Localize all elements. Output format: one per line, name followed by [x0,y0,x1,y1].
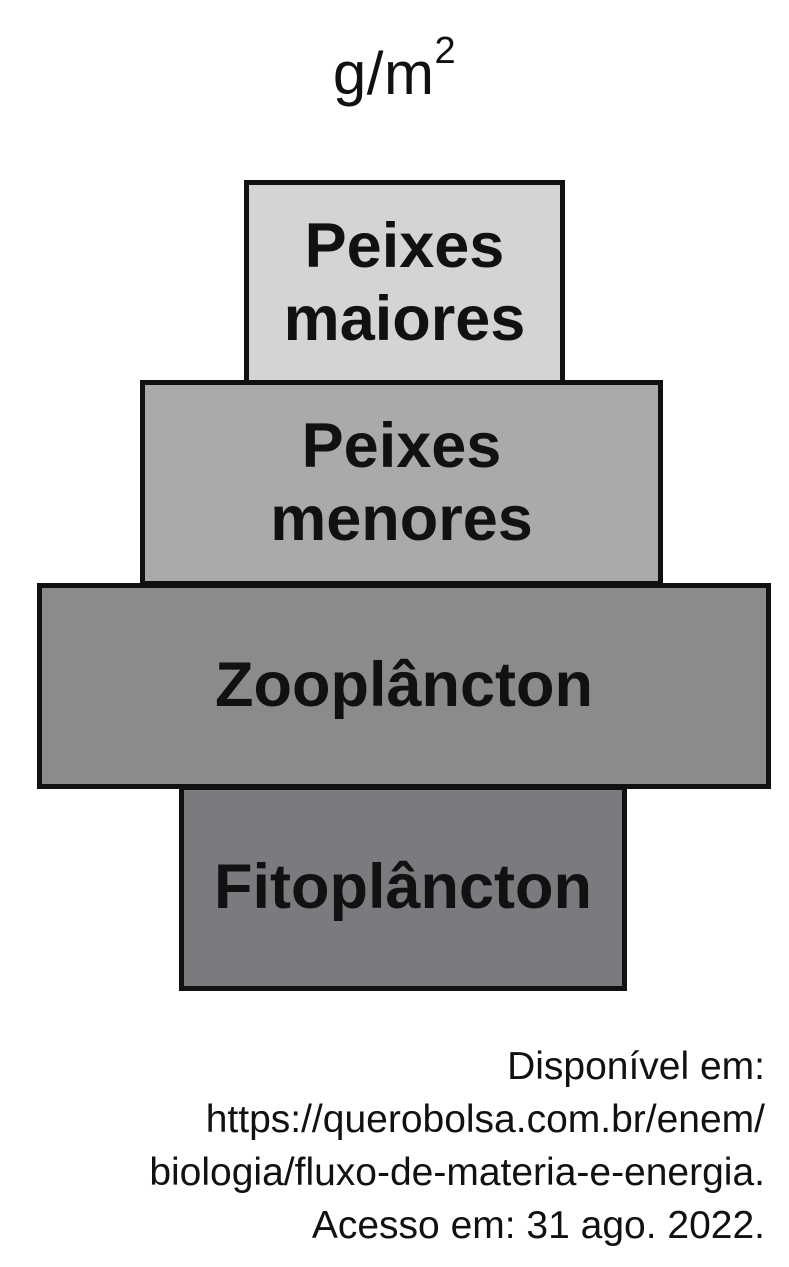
unit-superscript: 2 [434,30,457,72]
pyramid-level-peixes-menores: Peixes menores [140,380,663,586]
unit-base: g/m [332,40,435,107]
level-label-line1: Peixes [304,210,505,281]
unit-title: g/m2 [0,32,789,107]
source-citation: Disponível em: https://querobolsa.com.br… [149,1040,765,1252]
level-label: Zooplâncton [215,650,593,721]
source-access-date: Acesso em: 31 ago. 2022. [311,1204,765,1247]
source-url-line: https://querobolsa.com.br/enem/ [205,1098,765,1141]
pyramid-level-peixes-maiores: Peixes maiores [244,180,565,386]
level-label-line2: menores [270,484,533,554]
pyramid-level-fitoplancton: Fitoplâncton [179,785,627,991]
level-label: Peixes menores [270,410,533,556]
pyramid-level-zooplancton: Zooplâncton [37,583,771,789]
level-label-line1: Peixes [301,410,502,481]
source-url-line: biologia/fluxo-de-materia-e-energia. [149,1151,765,1194]
level-label-line2: maiores [283,284,526,354]
level-label: Peixes maiores [284,210,526,356]
source-line: Disponível em: [507,1045,765,1088]
level-label: Fitoplâncton [214,852,592,923]
